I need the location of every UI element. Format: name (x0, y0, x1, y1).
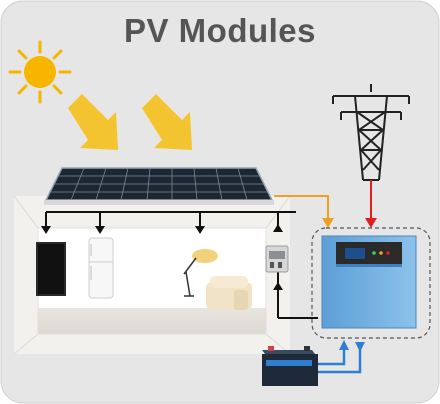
armchair (206, 276, 252, 310)
diagram-title: PV Modules (123, 12, 317, 49)
battery-icon (262, 346, 318, 386)
room-floor (38, 308, 266, 334)
floor-lamp (183, 249, 218, 297)
wiring-arrows (41, 224, 283, 290)
sun-icon (8, 40, 72, 104)
hybrid-inverter (321, 235, 417, 329)
battery-feed-lines (318, 348, 362, 374)
solar-panel (44, 167, 274, 205)
solar-feed-line (274, 195, 334, 228)
transmission-tower-icon (332, 84, 410, 181)
inverter-boundary (311, 227, 431, 339)
refrigerator (88, 237, 114, 299)
electric-meter (265, 245, 289, 273)
sunlight-arrow-left (68, 94, 118, 150)
television (36, 242, 66, 296)
grid-feed-line (365, 180, 377, 228)
inverter-display (345, 248, 365, 259)
battery-arrows (339, 340, 365, 352)
sunlight-arrow-right (142, 94, 192, 150)
